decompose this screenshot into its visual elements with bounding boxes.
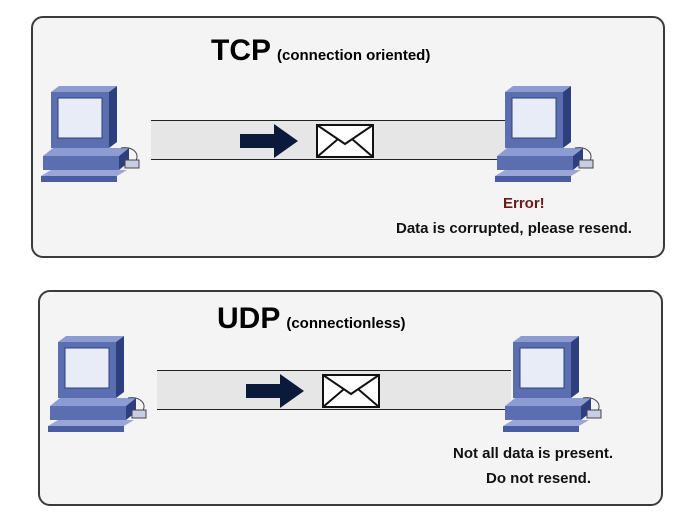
computer-icon — [48, 336, 147, 432]
computer-icon — [41, 86, 140, 182]
udp-protocol-label: UDP — [217, 302, 281, 335]
udp-title: UDP (connectionless) — [217, 302, 406, 336]
envelope-icon — [322, 374, 380, 408]
arrow-right-icon — [240, 124, 298, 158]
tcp-error-message: Data is corrupted, please resend. — [396, 220, 632, 237]
computer-icon — [495, 86, 594, 182]
tcp-subtitle: (connection oriented) — [277, 47, 431, 64]
computer-icon — [503, 336, 602, 432]
tcp-panel: TCP (connection oriented) — [31, 16, 665, 258]
tcp-error-title: Error! — [503, 195, 545, 212]
udp-panel: UDP(connectionless) N — [38, 290, 663, 506]
arrow-right-icon — [246, 374, 304, 408]
udp-message-line1: Not all data is present. — [453, 445, 614, 462]
udp-message-line2: Do not resend. — [486, 470, 592, 487]
udp-subtitle: (connectionless) — [286, 315, 406, 332]
tcp-protocol-label: TCP — [211, 34, 271, 67]
tcp-title: TCP (connection oriented) — [211, 34, 430, 68]
envelope-icon — [316, 124, 374, 158]
